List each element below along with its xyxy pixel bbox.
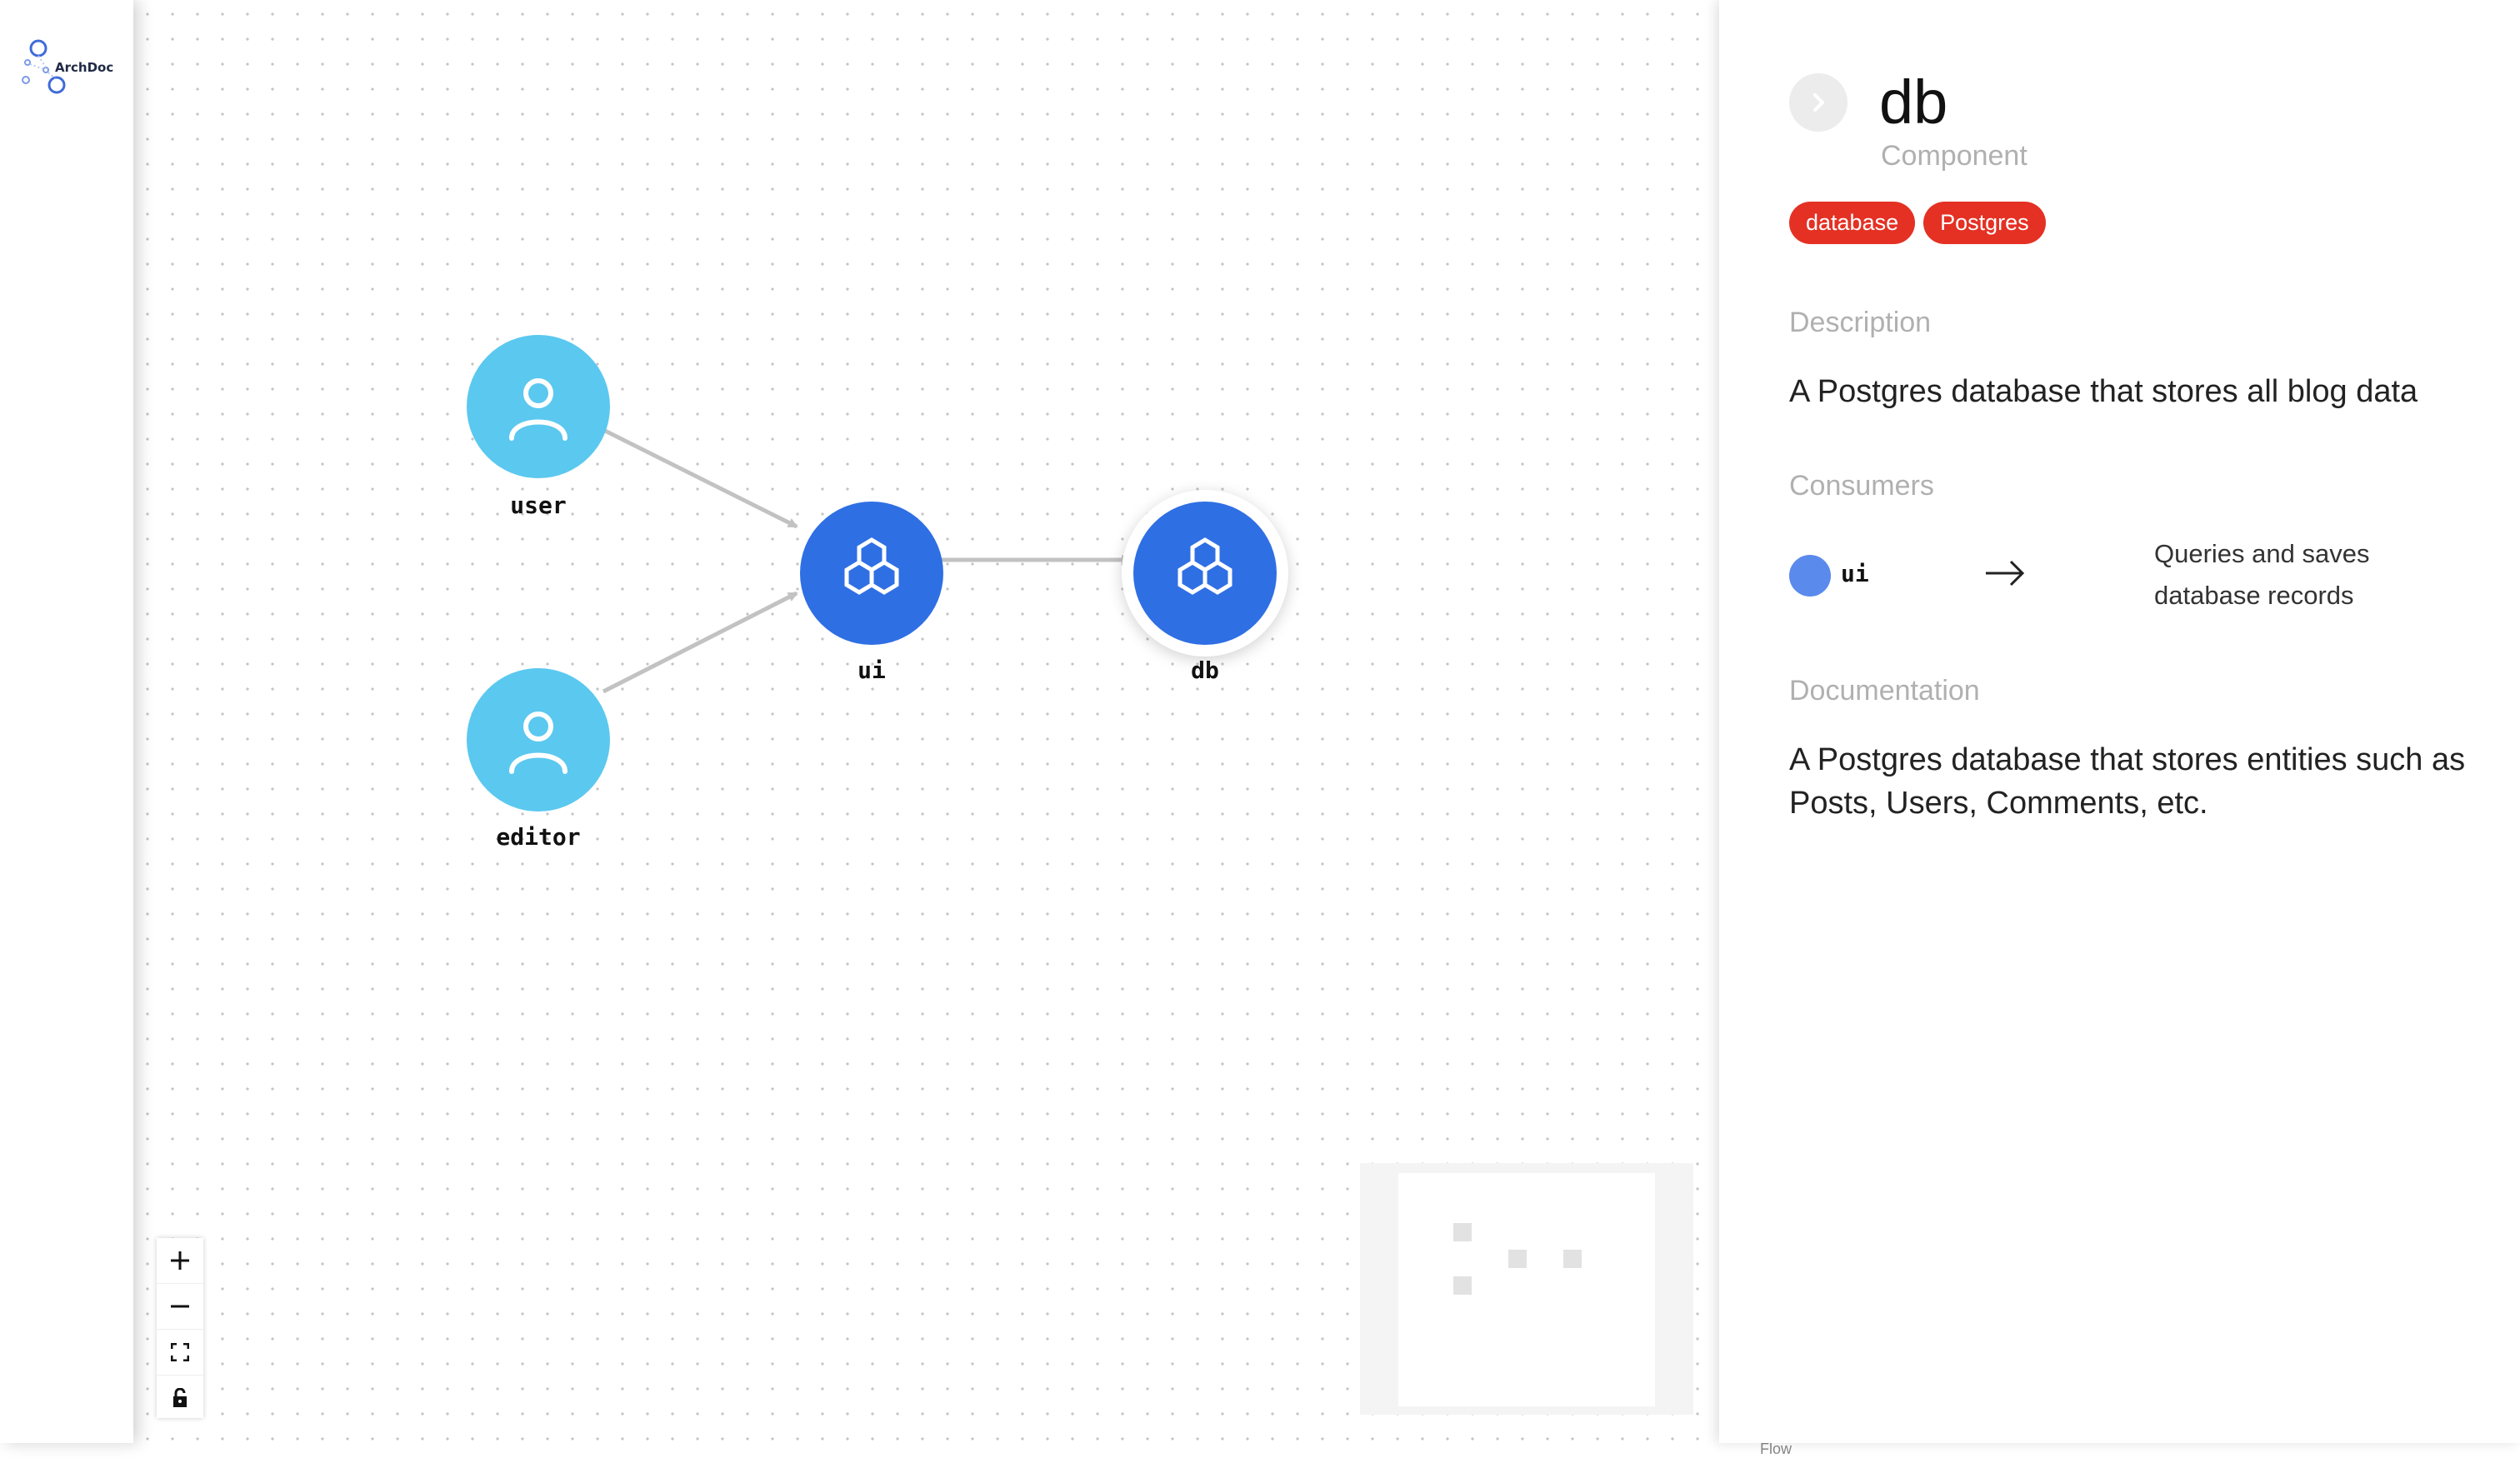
documentation-heading: Documentation <box>1789 675 1980 707</box>
panel-title: db <box>1879 67 1948 137</box>
node-label-db: db <box>1191 657 1219 684</box>
edge-user-ui[interactable] <box>602 427 798 529</box>
minus-icon <box>171 1305 189 1308</box>
consumer-description: Queries and saves database records <box>2154 539 2370 610</box>
minimap-node-ui <box>1508 1250 1527 1268</box>
zoom-controls <box>157 1238 203 1418</box>
documentation-text: A Postgres database that stores entities… <box>1789 742 2466 821</box>
consumers-heading: Consumers <box>1789 470 1934 502</box>
zoom-out-button[interactable] <box>157 1284 203 1330</box>
minimap-viewport[interactable] <box>1398 1173 1655 1406</box>
fit-view-button[interactable] <box>157 1330 203 1376</box>
detail-panel: db Component database Postgres Descripti… <box>1719 0 2520 1443</box>
hexagons-icon <box>844 537 899 595</box>
node-label-user: user <box>510 492 567 519</box>
edges-layer <box>602 427 1132 694</box>
node-label-ui: ui <box>858 657 886 684</box>
archdoc-logo-icon[interactable] <box>20 37 117 97</box>
minimap-node-db <box>1563 1250 1582 1268</box>
chevron-right-icon <box>1813 93 1824 112</box>
tag-postgres[interactable]: Postgres <box>1923 202 2046 244</box>
node-editor[interactable] <box>467 668 610 811</box>
app-sidebar: ArchDoc <box>0 0 133 1443</box>
consumer-name[interactable]: ui <box>1841 560 1869 587</box>
collapse-panel-button[interactable] <box>1789 73 1848 132</box>
logo-text: ArchDoc <box>55 60 114 75</box>
zoom-in-button[interactable] <box>157 1238 203 1284</box>
panel-subtitle: Component <box>1881 140 2028 172</box>
minimap[interactable] <box>1360 1163 1693 1415</box>
plus-icon <box>171 1251 189 1270</box>
minimap-node-editor <box>1453 1276 1472 1295</box>
fit-view-icon <box>171 1343 189 1361</box>
lock-icon <box>173 1388 187 1407</box>
tag-database[interactable]: database <box>1789 202 1916 244</box>
person-icon <box>509 378 568 441</box>
node-ui[interactable] <box>800 502 943 645</box>
edge-editor-ui[interactable] <box>602 591 798 694</box>
lock-button[interactable] <box>157 1376 203 1421</box>
node-db[interactable] <box>1133 502 1277 645</box>
arrow-right-icon <box>1986 560 2025 587</box>
minimap-node-user <box>1453 1223 1472 1241</box>
node-label-editor: editor <box>496 823 581 851</box>
description-heading: Description <box>1789 307 1932 338</box>
hexagons-icon <box>1178 537 1232 595</box>
consumer-dot <box>1789 555 1831 597</box>
person-icon <box>509 712 568 774</box>
node-user[interactable] <box>467 335 610 478</box>
description-text: A Postgres database that stores all blog… <box>1789 374 2418 409</box>
tag-list: database Postgres <box>1789 202 2046 244</box>
